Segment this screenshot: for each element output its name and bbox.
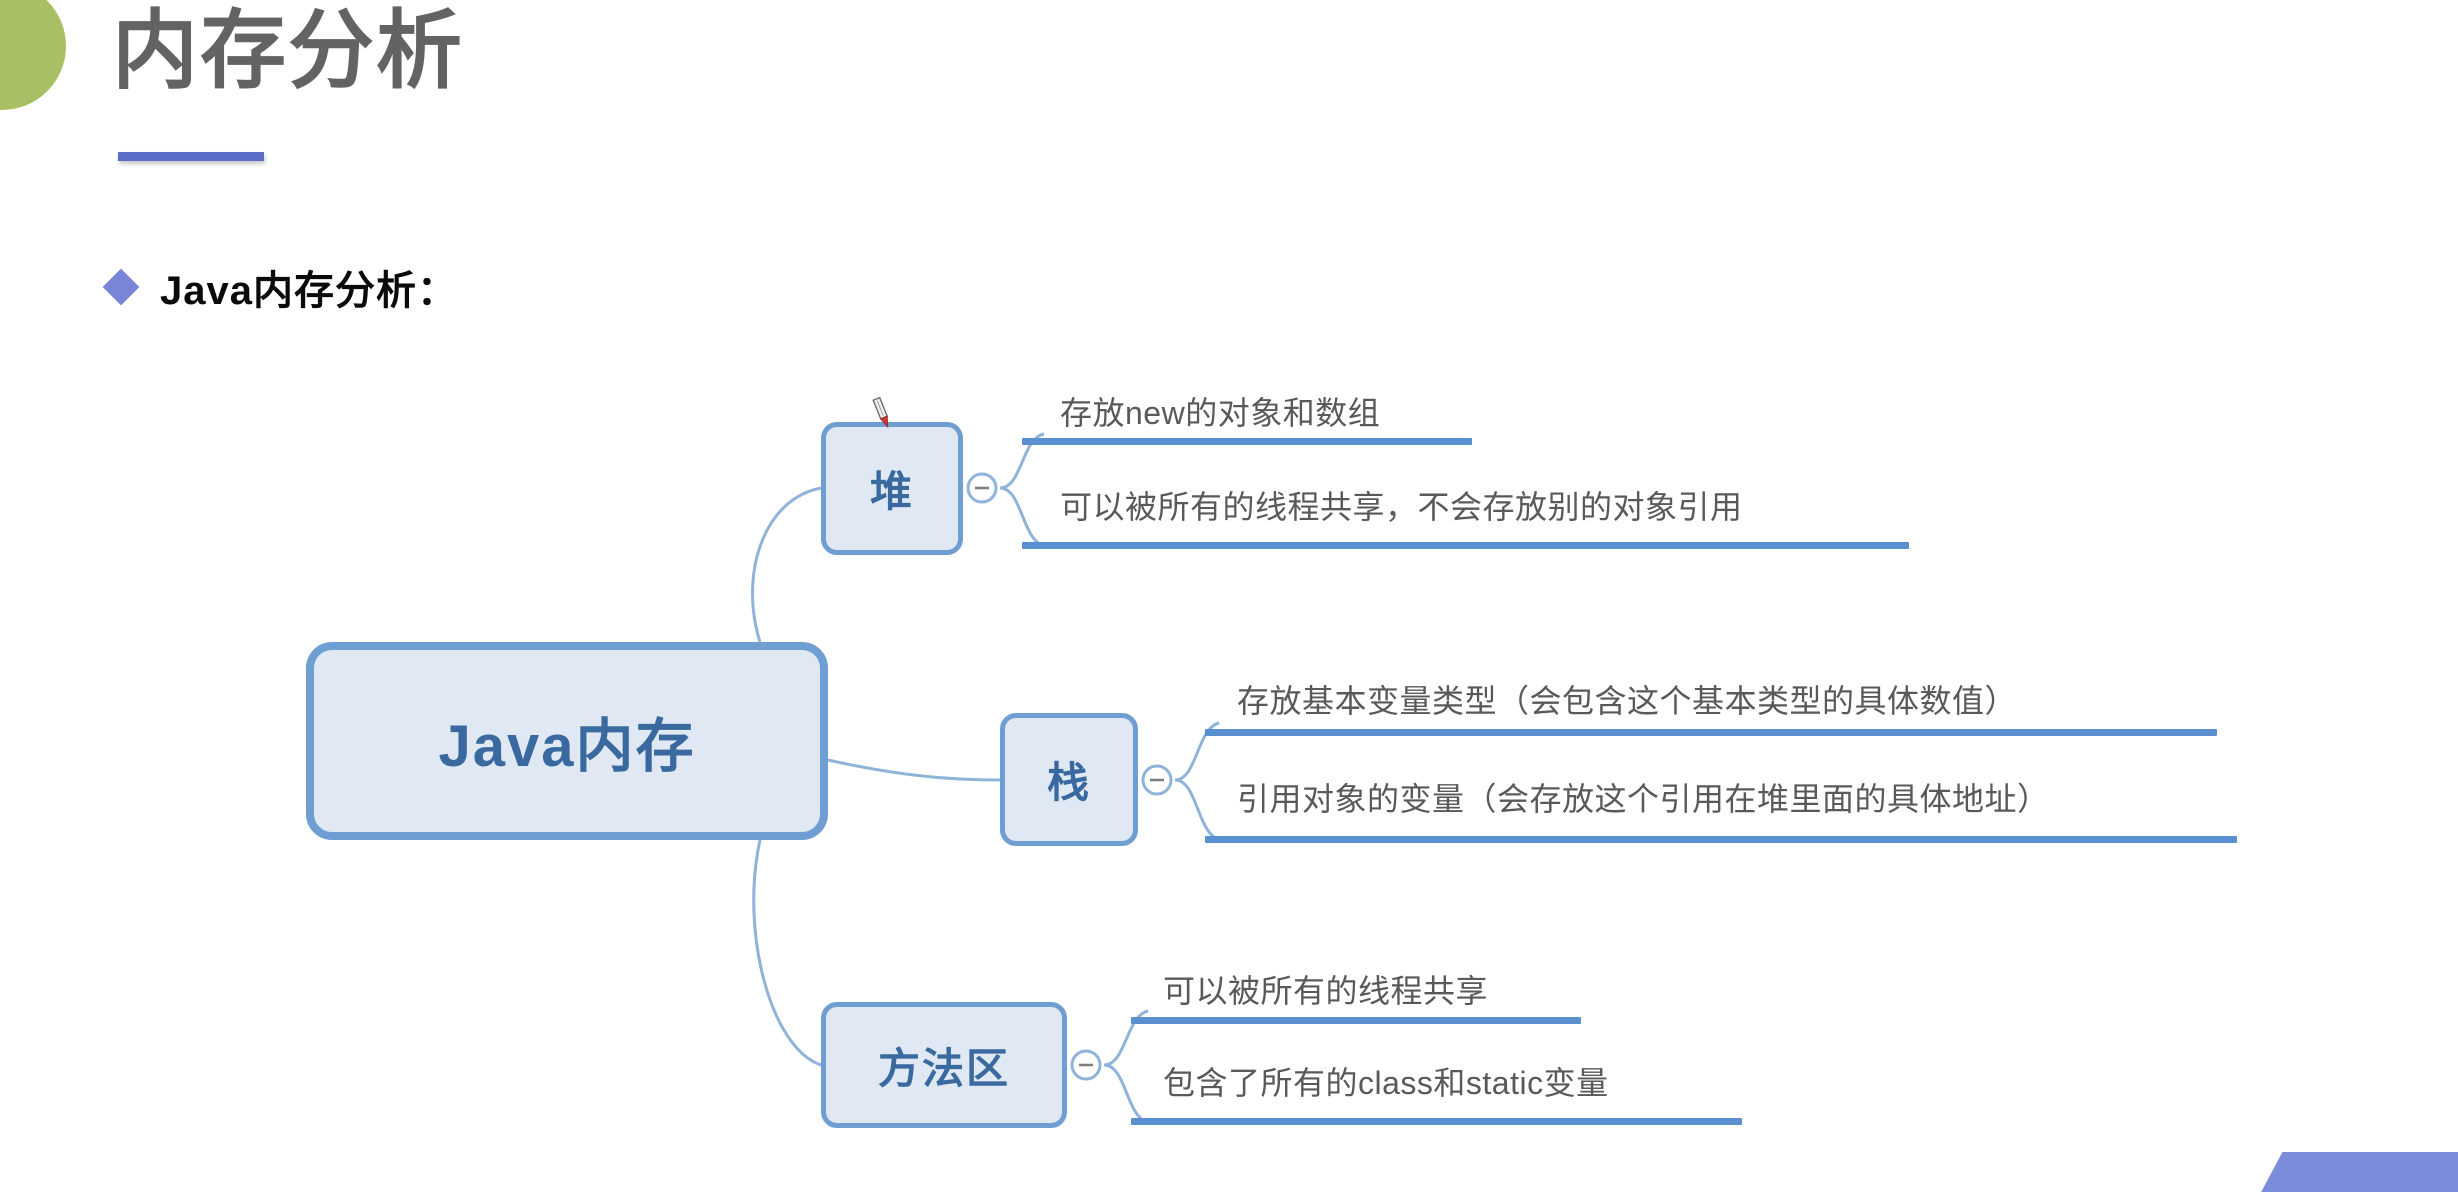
- mindmap-leaf-method-2[interactable]: 包含了所有的class和static变量: [1163, 1065, 1609, 1101]
- mindmap-leaf-bar-method-2: [1131, 1118, 1742, 1125]
- mindmap-leaf-stack-1[interactable]: 存放基本变量类型（会包含这个基本类型的具体数值）: [1237, 683, 2018, 719]
- mindmap-leaf-heap-1[interactable]: 存放new的对象和数组: [1060, 395, 1381, 431]
- mindmap-node-root[interactable]: Java内存: [306, 642, 828, 840]
- mindmap-node-method-area-label: 方法区: [877, 1044, 1010, 1092]
- mindmap-connectors: [751, 432, 1220, 1125]
- mindmap-leaf-bar-method-1: [1131, 1017, 1581, 1024]
- mindmap-leaf-stack-2[interactable]: 引用对象的变量（会存放这个引用在堆里面的具体地址）: [1237, 781, 2050, 817]
- mindmap-leaf-method-1[interactable]: 可以被所有的线程共享: [1163, 973, 1489, 1009]
- bullet-row: Java内存分析：: [102, 258, 458, 316]
- mindmap: Java内存 堆 存放new的对象和数组 可以被所有的线程共享，不会存放别的对象…: [0, 330, 2458, 1160]
- mindmap-leaf-bar-stack-1: [1205, 729, 2217, 736]
- mindmap-node-root-label: Java内存: [438, 714, 696, 779]
- page-title: 内存分析: [112, 3, 464, 99]
- mindmap-node-heap-label: 堆: [869, 468, 914, 515]
- diamond-bullet-icon: [102, 268, 140, 306]
- mindmap-node-stack-label: 栈: [1046, 759, 1091, 806]
- pen-cursor-icon: [872, 396, 889, 429]
- mindmap-leaf-heap-2[interactable]: 可以被所有的线程共享，不会存放别的对象引用: [1060, 489, 1743, 525]
- mindmap-node-method-area[interactable]: 方法区: [821, 1002, 1067, 1128]
- mindmap-leaf-bar-heap-2: [1022, 542, 1909, 549]
- mindmap-leaf-bar-heap-1: [1022, 438, 1472, 445]
- mindmap-node-stack[interactable]: 栈: [1000, 713, 1138, 846]
- mindmap-leaf-bar-stack-2: [1205, 836, 2237, 843]
- decoration-circle: [0, 0, 66, 110]
- bullet-label: Java内存分析：: [160, 269, 458, 313]
- title-underline: [118, 152, 264, 161]
- mindmap-node-heap[interactable]: 堆: [821, 422, 963, 555]
